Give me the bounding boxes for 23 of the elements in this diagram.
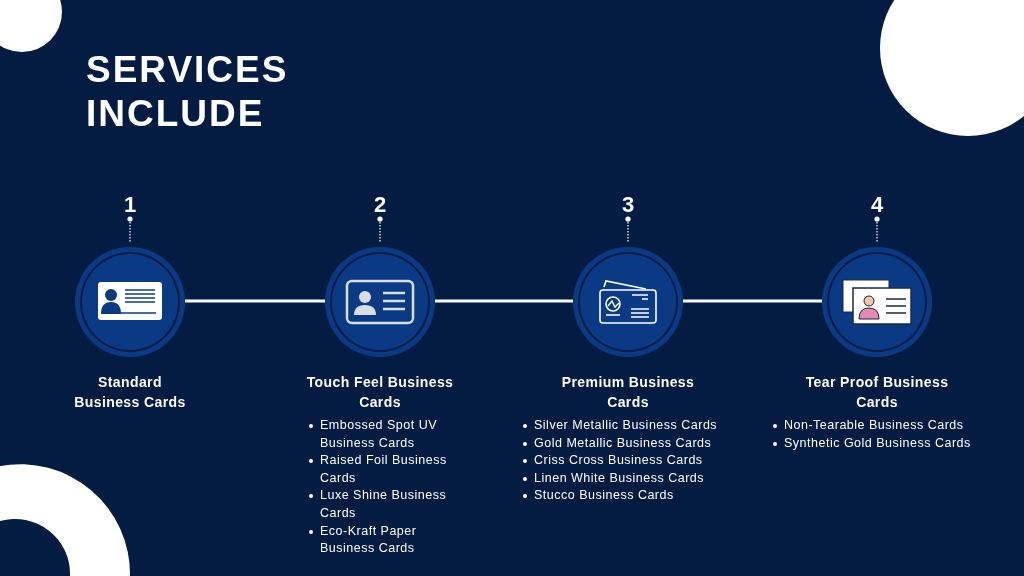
list-item-text: Linen White Business Cards	[534, 470, 705, 485]
step-number: 4	[869, 192, 885, 218]
title: SERVICES INCLUDE	[86, 48, 290, 136]
list-item-text: Eco-Kraft Paper Business Cards	[320, 523, 417, 556]
step-title: Tear Proof Business Cards	[804, 373, 950, 412]
step-number: 3	[620, 192, 636, 218]
step-title: Premium Business Cards	[560, 373, 696, 412]
list-item-text: Luxe Shine Business Cards	[320, 488, 447, 520]
step-number: 2	[372, 192, 388, 218]
connector-line	[185, 299, 325, 303]
step-number: 1	[122, 192, 138, 218]
list-item-text: Stucco Business Cards	[534, 488, 674, 503]
list-item-text: Synthetic Gold Business Cards	[784, 435, 971, 450]
list-item-text: Raised Foil Business Cards	[320, 453, 447, 485]
connector-line	[683, 299, 822, 303]
list-item-text: Silver Metallic Business Cards	[534, 418, 718, 432]
connector-line	[435, 299, 573, 303]
step-title: Standard Business Cards	[73, 373, 187, 412]
list-item-text: Embossed Spot UV Business Cards	[320, 418, 438, 450]
list-item-text: Gold Metallic Business Cards	[534, 435, 712, 450]
step-title: Touch Feel Business Cards	[305, 373, 455, 412]
list-item-text: Criss Cross Business Cards	[534, 453, 703, 468]
list-item-text: Non-Tearable Business Cards	[784, 418, 964, 432]
